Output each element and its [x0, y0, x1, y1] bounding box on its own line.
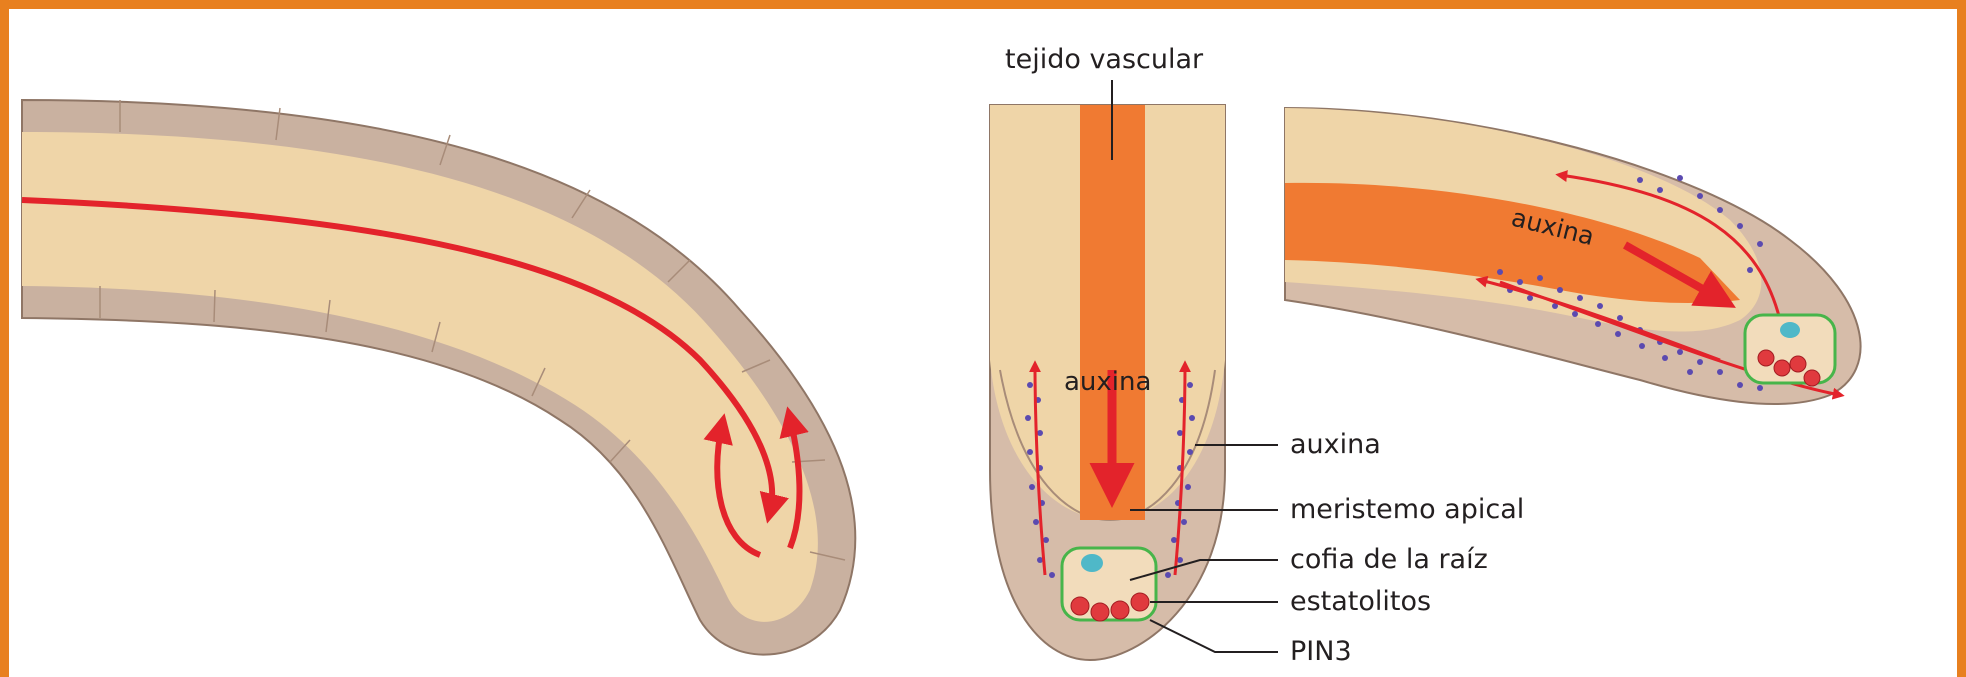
vertical-root: auxina	[990, 105, 1225, 660]
cofia-label: cofia de la raíz	[1290, 544, 1488, 575]
tilted-statocyte-nucleus	[1780, 322, 1800, 338]
estatolitos-label: estatolitos	[1290, 586, 1431, 617]
pin3-leader	[1150, 620, 1278, 652]
statocyte-nucleus	[1081, 554, 1103, 572]
auxina-label: auxina	[1290, 429, 1381, 460]
meristemo-apical-label: meristemo apical	[1290, 494, 1524, 525]
auxina-center-label: auxina	[1064, 367, 1151, 397]
bent-root	[22, 100, 855, 655]
tejido-vascular-label: tejido vascular	[1005, 44, 1204, 75]
pin3-label: PIN3	[1290, 636, 1352, 667]
tilted-root: auxina	[1285, 108, 1861, 404]
